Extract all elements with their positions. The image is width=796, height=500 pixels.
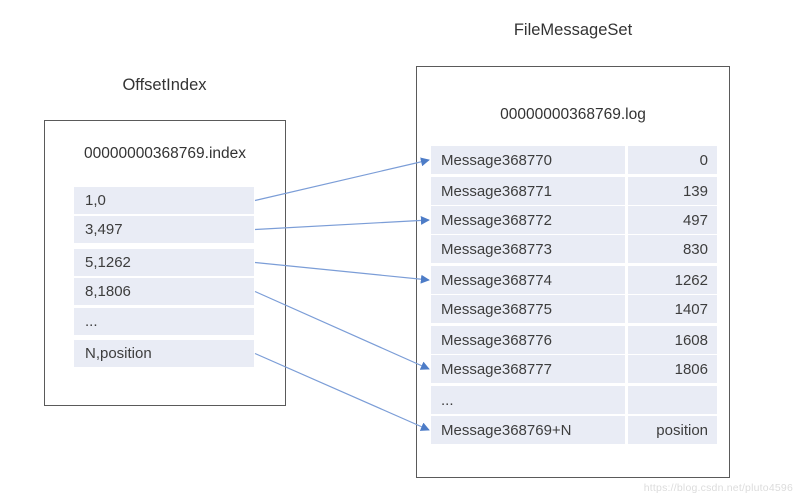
log-row-position: 1608 [628,326,717,354]
index-row: 5,1262 [74,249,254,276]
offset-index-title: OffsetIndex [122,76,207,94]
index-file-name: 00000000368769.index [83,145,247,162]
log-row-position: 0 [628,146,717,174]
log-row-position: 1262 [628,266,717,294]
log-file-name: 00000000368769.log [500,106,646,123]
log-row-position: 830 [628,235,717,263]
index-row: 3,497 [74,216,254,243]
log-row-message: Message368776 [431,326,625,354]
log-row-position: 1806 [628,355,717,383]
log-row-position: 497 [628,206,717,234]
log-row-message: Message368771 [431,177,625,205]
log-row-position: position [628,416,717,444]
file-message-set-title: FileMessageSet [513,21,633,39]
log-row-message: Message368774 [431,266,625,294]
log-row-position: 139 [628,177,717,205]
watermark: https://blog.csdn.net/pluto4596 [643,482,793,494]
index-row: 8,1806 [74,278,254,305]
log-row-message: ... [431,386,625,414]
log-row-position [628,386,717,414]
log-row-message: Message368769+N [431,416,625,444]
log-row-message: Message368772 [431,206,625,234]
log-row-message: Message368775 [431,295,625,323]
log-row-position: 1407 [628,295,717,323]
log-row-message: Message368773 [431,235,625,263]
log-row-message: Message368770 [431,146,625,174]
index-row: ... [74,308,254,335]
log-row-message: Message368777 [431,355,625,383]
index-row: N,position [74,340,254,367]
log-row: ... [431,386,717,414]
index-row: 1,0 [74,187,254,214]
